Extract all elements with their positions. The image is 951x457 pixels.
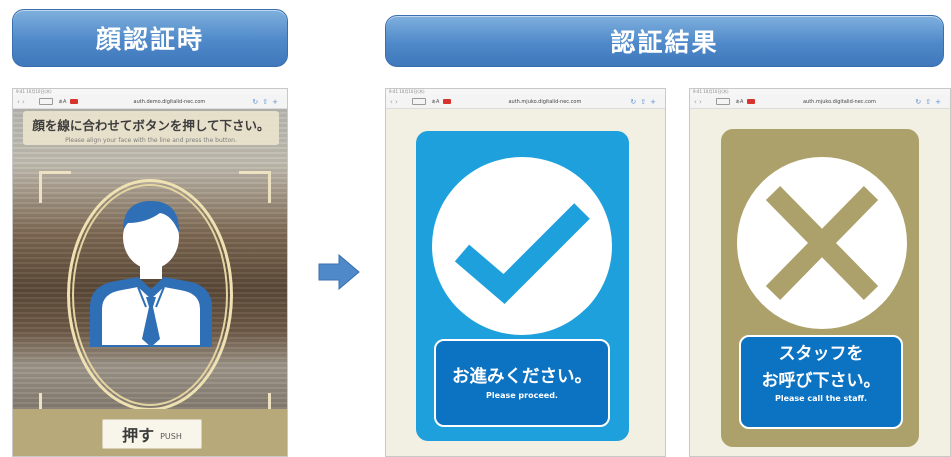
camera-recording-icon bbox=[443, 99, 452, 104]
browser-toolbar: ‹ › ぁA auth.mjuko.digitalid-nec.com ↻⇧+ bbox=[690, 95, 950, 109]
face-guide-ellipse-inner bbox=[72, 184, 228, 406]
failure-message-box: スタッフを お呼び下さい。 Please call the staff. bbox=[739, 335, 903, 429]
person-silhouette-icon bbox=[90, 201, 212, 347]
cross-icon bbox=[765, 186, 879, 300]
success-message-box: お進みください。 Please proceed. bbox=[434, 339, 610, 427]
capture-header: 顔認証時 bbox=[12, 9, 288, 67]
camera-recording-icon bbox=[70, 99, 79, 104]
result-header: 認証結果 bbox=[385, 15, 944, 67]
instruction-text-en: Please align your face with the line and… bbox=[65, 137, 237, 144]
push-button-label-ja: 押す bbox=[122, 426, 155, 445]
success-circle bbox=[432, 157, 612, 335]
result-failure-screen: 9:41 10月10日(木) ‹ › ぁA auth.mjuko.digital… bbox=[689, 88, 951, 457]
tabs-icon[interactable] bbox=[716, 98, 730, 105]
success-message-en: Please proceed. bbox=[486, 391, 558, 400]
instruction-text-ja: 顔を線に合わせてボタンを押して下さい。 bbox=[32, 118, 270, 133]
failure-message-ja-line1: スタッフを bbox=[778, 344, 864, 364]
failure-card: スタッフを お呼び下さい。 Please call the staff. bbox=[721, 129, 919, 447]
browser-tools-icons[interactable]: ↻⇧+ bbox=[915, 97, 945, 106]
address-bar[interactable]: auth.demo.digitalid-nec.com bbox=[133, 98, 206, 105]
face-capture-screen: 9:41 10月10日(木) ‹ › ぁA auth.demo.digitali… bbox=[12, 88, 288, 457]
back-forward-icon[interactable]: ‹ › bbox=[694, 97, 702, 106]
camera-recording-icon bbox=[747, 99, 756, 104]
check-icon bbox=[454, 203, 590, 304]
address-bar[interactable]: auth.mjuko.digitalid-nec.com bbox=[802, 98, 876, 105]
browser-tools-icons[interactable]: ↻⇧+ bbox=[252, 97, 282, 106]
browser-tools-icons[interactable]: ↻⇧+ bbox=[630, 97, 660, 106]
arrow-right-icon bbox=[318, 254, 360, 290]
text-size-button[interactable]: ぁA bbox=[735, 99, 744, 105]
back-forward-icon[interactable]: ‹ › bbox=[17, 97, 25, 106]
failure-message-en: Please call the staff. bbox=[774, 394, 868, 403]
frame-corner-top-right bbox=[239, 171, 271, 203]
back-forward-icon[interactable]: ‹ › bbox=[390, 97, 398, 106]
status-bar: 9:41 10月10日(木) bbox=[690, 89, 950, 95]
frame-corner-top-left bbox=[39, 171, 71, 203]
text-size-button[interactable]: ぁA bbox=[431, 99, 440, 105]
text-size-button[interactable]: ぁA bbox=[58, 99, 67, 105]
instruction-box: 顔を線に合わせてボタンを押して下さい。 Please align your fa… bbox=[23, 111, 279, 145]
result-success-screen: 9:41 10月10日(木) ‹ › ぁA auth.mjuko.digital… bbox=[385, 88, 666, 457]
browser-toolbar: ‹ › ぁA auth.demo.digitalid-nec.com ↻⇧+ bbox=[13, 95, 287, 109]
status-bar: 9:41 10月10日(木) bbox=[386, 89, 665, 95]
failure-message-ja-line2: お呼び下さい。 bbox=[761, 371, 881, 391]
address-bar[interactable]: auth.mjuko.digitalid-nec.com bbox=[508, 98, 582, 105]
success-message-ja: お進みください。 bbox=[452, 367, 592, 387]
push-button[interactable]: 押す PUSH bbox=[102, 419, 202, 449]
push-button-label-en: PUSH bbox=[160, 432, 182, 441]
tabs-icon[interactable] bbox=[412, 98, 426, 105]
browser-toolbar: ‹ › ぁA auth.mjuko.digitalid-nec.com ↻⇧+ bbox=[386, 95, 665, 109]
tabs-icon[interactable] bbox=[39, 98, 53, 105]
status-bar: 9:41 10月10日(木) bbox=[13, 89, 287, 95]
success-card: お進みください。 Please proceed. bbox=[416, 131, 629, 441]
failure-circle bbox=[737, 157, 907, 329]
